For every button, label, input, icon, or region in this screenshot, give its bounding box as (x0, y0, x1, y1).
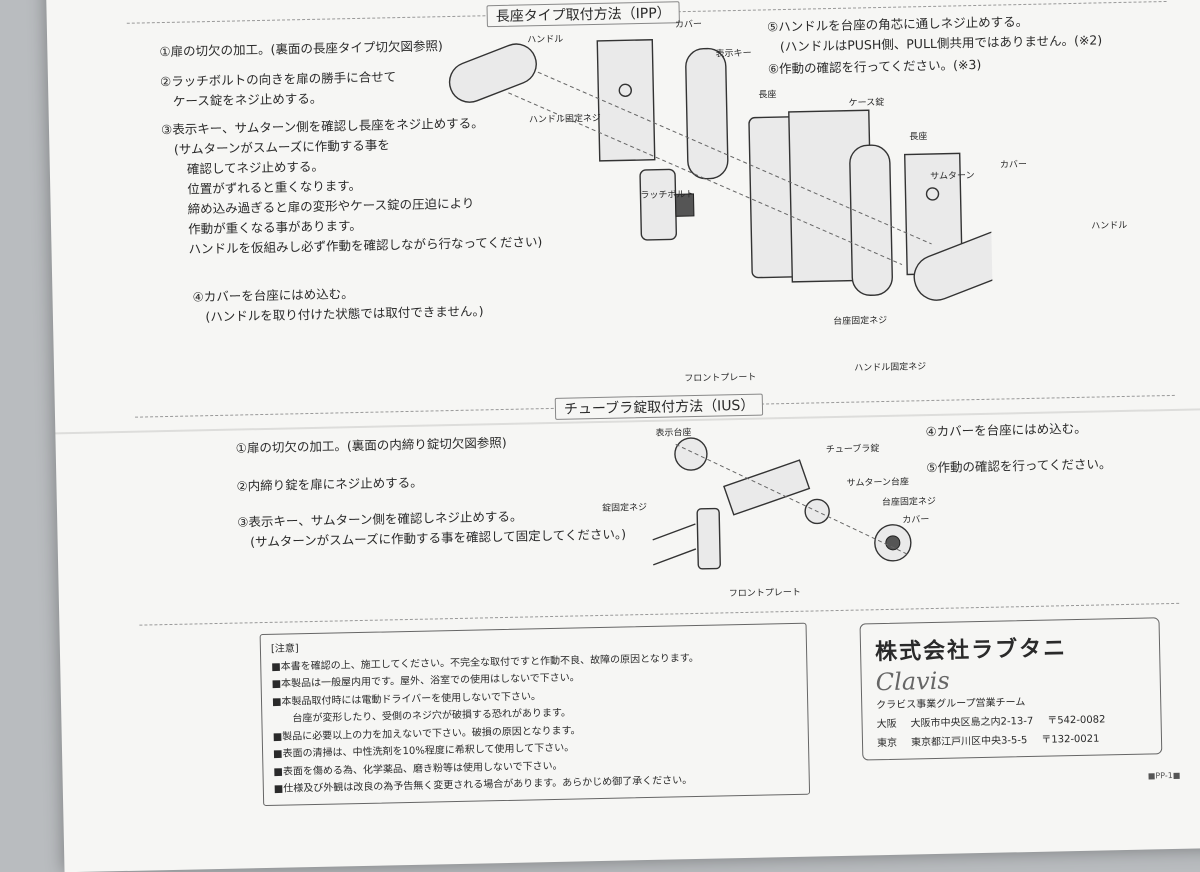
front-plate-left-shape (639, 168, 678, 241)
label-latch-bolt: ラッチボルト (640, 189, 695, 202)
office-city: 東京 (876, 737, 898, 750)
label-long-seat: 長座 (758, 90, 777, 101)
label-ius-front-plate: フロントプレート (728, 587, 801, 600)
label-long-seat-right: 長座 (909, 132, 928, 143)
ius-step-1: ①扉の切欠の加工。(裏面の内締り錠切欠図参照) (235, 434, 507, 456)
ius-step-3: ③表示キー、サムターン側を確認しネジ止めする。 (サムターンがスムーズに作動する… (237, 508, 627, 550)
ius-cover-hole (885, 535, 901, 551)
ius-section-title: チューブラ錠取付方法（IUS） (554, 393, 764, 420)
ius-exploded-diagram (652, 437, 912, 570)
label-ius-base-screw: 台座固定ネジ (881, 496, 937, 509)
notes-box: [注意] ■本書を確認の上、施工してください。不完全な取付ですと作動不良、故障の… (259, 622, 811, 806)
instruction-sheet: 長座タイプ取付方法（IPP） ①扉の切欠の加工。(裏面の長座タイプ切欠図参照) … (45, 0, 1200, 872)
assembly-axis-2 (537, 71, 932, 245)
label-ius-cover: カバー (902, 515, 930, 526)
office-row: 東京 東京都江戸川区中央3-5-5 〒132-0021 (877, 729, 1147, 750)
label-tubular-lock: チューブラ錠 (825, 444, 880, 456)
label-handle: ハンドル (527, 34, 564, 46)
ius-step-2: ②内締り錠を扉にネジ止めする。 (236, 474, 423, 494)
label-cover-right: カバー (999, 159, 1028, 171)
label-base-screw: 台座固定ネジ (833, 315, 888, 328)
cover-left-shape (596, 39, 656, 162)
lock-screws (652, 523, 697, 566)
label-thumbturn-base: サムターン台座 (846, 477, 910, 489)
ius-step-5: ⑤作動の確認を行ってください。 (926, 456, 1112, 476)
company-box: 株式会社ラブタニ Clavis クラビス事業グループ営業チーム 大阪 大阪市中央… (859, 617, 1163, 761)
ius-assembly-axis (675, 443, 909, 555)
page-code: ■PP-1■ (1147, 770, 1181, 781)
label-cover: カバー (674, 19, 703, 31)
ipp-exploded-diagram (448, 39, 995, 301)
office-zip: 〒132-0021 (1041, 733, 1100, 746)
handle-left-shape (448, 43, 537, 103)
label-handle-screw-right: ハンドル固定ネジ (854, 362, 927, 374)
label-handle-screw: ハンドル固定ネジ (528, 113, 602, 126)
label-display-base: 表示台座 (655, 428, 692, 439)
label-handle-right: ハンドル (1091, 220, 1128, 232)
long-seat-right-shape (849, 144, 893, 296)
label-front-plate: フロントプレート (684, 372, 757, 385)
office-address: 大阪市中央区島之内2-13-7 (910, 715, 1034, 730)
label-case-lock: ケース錠 (848, 97, 885, 109)
latch-bolt-shape (674, 193, 695, 217)
label-thumbturn: サムターン (930, 171, 975, 182)
ipp-step-1: ①扉の切欠の加工。(裏面の長座タイプ切欠図参照) (159, 38, 443, 60)
assembly-axis-1 (508, 92, 903, 266)
office-address: 東京都江戸川区中央3-5-5 (910, 735, 1028, 749)
ipp-step-2: ②ラッチボルトの向きを扉の勝手に合せて ケース錠をネジ止めする。 (159, 69, 397, 110)
ius-step-4: ④カバーを台座にはめ込む。 (925, 420, 1087, 440)
label-display-key: 表示キー (715, 48, 752, 60)
ius-front-plate-shape (696, 507, 721, 570)
cover-hole (618, 83, 633, 98)
cover-right-hole (925, 187, 940, 201)
long-seat-left-shape (685, 47, 729, 180)
office-row: 大阪 大阪市中央区島之内2-13-7 〒542-0082 (876, 710, 1146, 731)
company-name: 株式会社ラブタニ (874, 636, 1068, 666)
label-lock-screw: 錠固定ネジ (601, 502, 648, 514)
office-city: 大阪 (876, 718, 897, 731)
display-base-shape (674, 437, 708, 471)
office-zip: 〒542-0082 (1047, 714, 1106, 727)
